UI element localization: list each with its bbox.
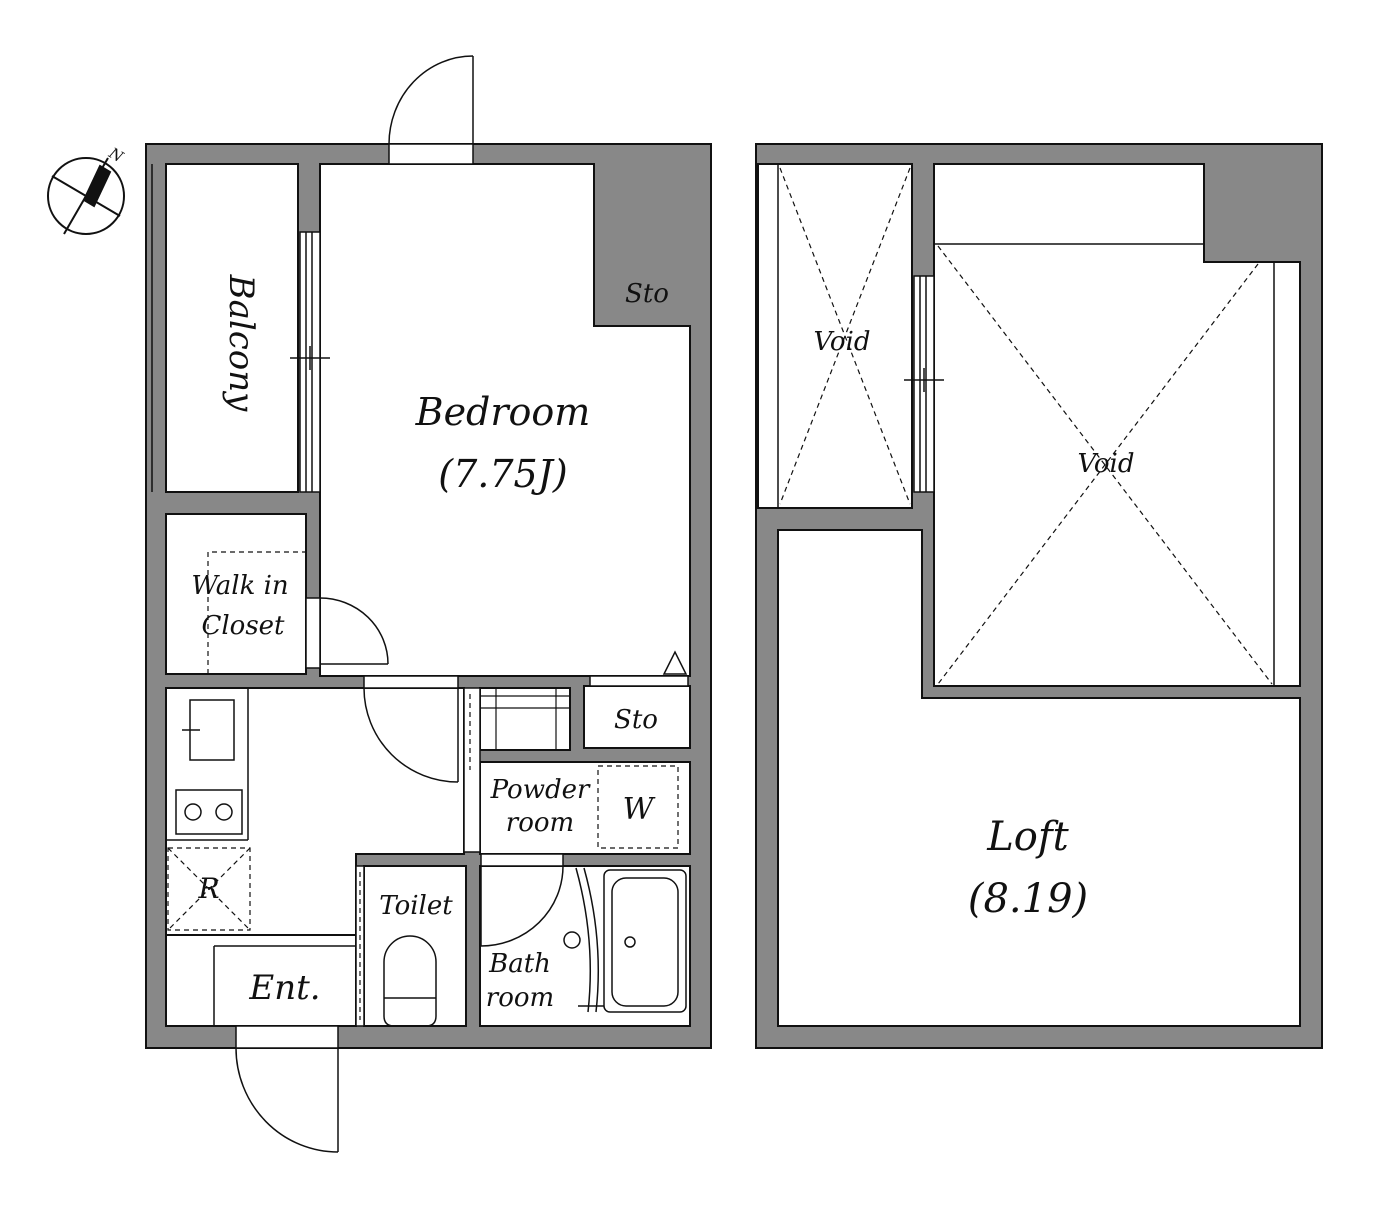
loft-labels: Void Void Loft (8.19) [813,327,1134,922]
kitchen-counter [166,688,249,841]
compass-icon [47,157,125,235]
loft-label: Loft [986,814,1069,860]
loft-area-label: (8.19) [968,876,1088,922]
void-label-large: Void [1077,449,1134,479]
void-marks [779,167,1273,685]
entrance-label: Ent. [248,968,320,1008]
toilet-label: Toilet [379,891,453,921]
toilet-icon [383,935,437,1027]
main-floor-walls [145,143,712,1049]
door-swings [235,55,564,1153]
powder-room-shelves [480,688,570,750]
bedroom-corner-mark [662,650,688,675]
compass-north-label: N [105,143,127,166]
balcony-window [151,164,330,492]
main-floor-plan: Balcony Bedroom (7.75J) Sto Walk in Clos… [145,55,712,1153]
bath-room-label-line1: Bath [488,949,551,979]
powder-room-label-line1: Powder [490,775,591,805]
refrigerator-icon [167,847,251,931]
main-floor-labels: Balcony Bedroom (7.75J) Sto Walk in Clos… [191,274,669,1013]
void-label-small: Void [813,327,870,357]
washer-label: W [623,792,656,827]
closet-shelf [207,551,306,674]
stove-icon [175,789,243,835]
bedroom-area-label: (7.75J) [438,452,568,496]
refrigerator-label: R [197,872,219,905]
storage-label-mid: Sto [614,705,658,735]
bathtub-icon [563,867,687,1013]
storage-label-top: Sto [625,279,669,309]
washer-icon [597,765,679,849]
walk-in-closet-label-line2: Closet [201,611,285,641]
loft-lines [777,164,1275,686]
entrance-step [166,934,356,1026]
walk-in-closet-label-line1: Walk in [191,571,288,601]
powder-room-label-line2: room [506,808,574,838]
bedroom-label: Bedroom [415,390,591,434]
sliding-doors [359,694,471,1020]
bath-room-label-line2: room [486,983,554,1013]
balcony-label: Balcony [221,274,261,413]
loft-floor-plan: Void Void Loft (8.19) [755,143,1323,1049]
loft-walls [755,143,1323,1049]
